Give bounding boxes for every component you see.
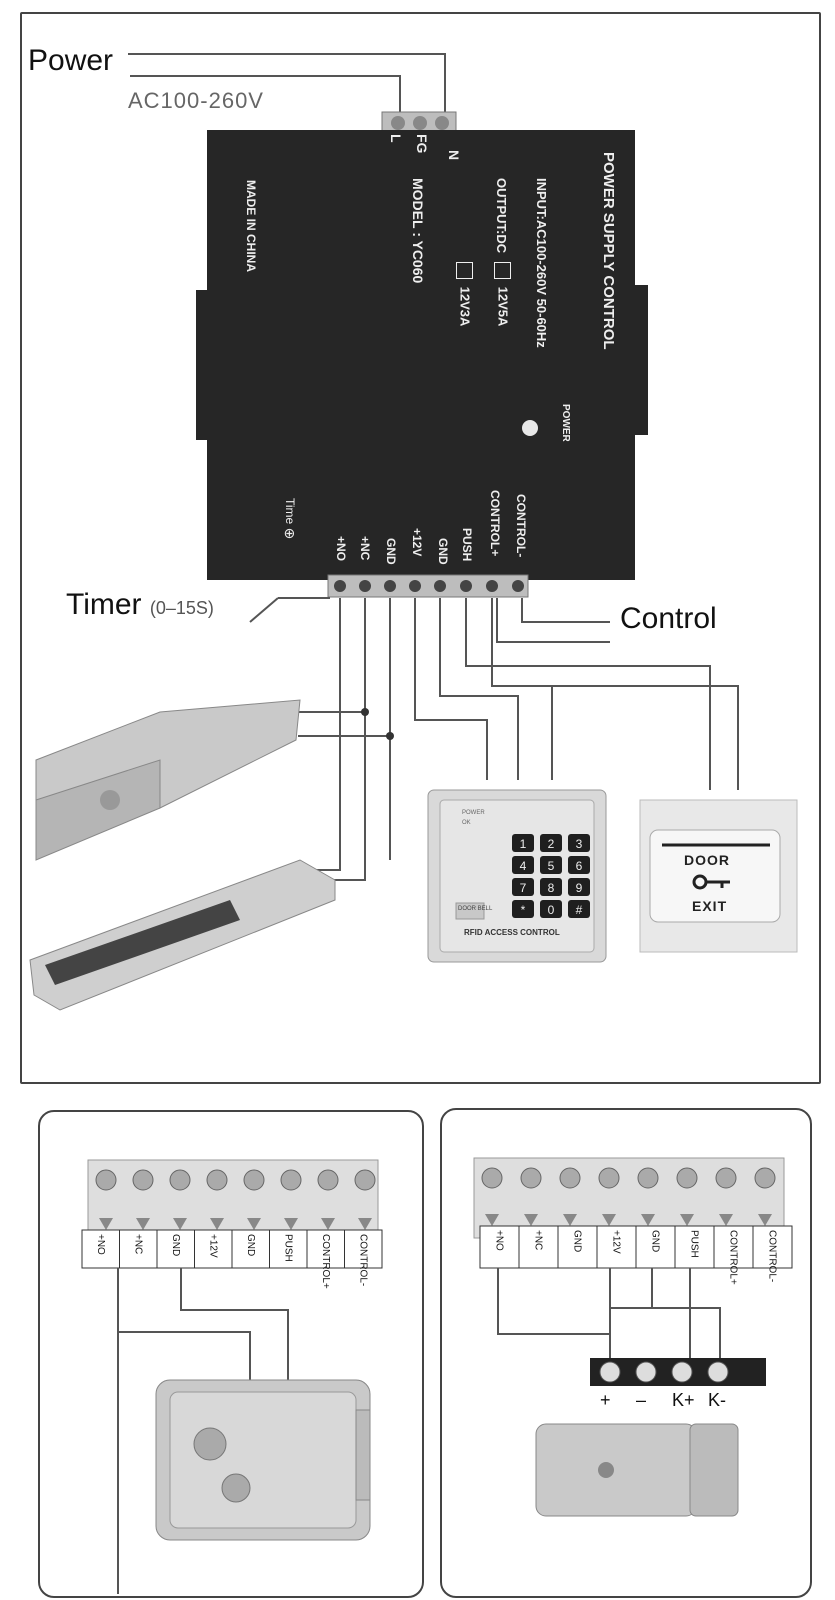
lock-terminal-label-1: –: [636, 1390, 647, 1410]
lock-terminal-label-3: K-: [708, 1390, 726, 1410]
keypad-key-label: 0: [548, 903, 555, 917]
keypad-key[interactable]: [540, 878, 562, 896]
keypad-key[interactable]: [540, 856, 562, 874]
top-diagram-frame: [20, 12, 821, 1084]
terminal-screw[interactable]: [280, 1169, 302, 1191]
control-wires: [496, 598, 610, 643]
lock-terminal-screw[interactable]: [707, 1361, 729, 1383]
terminal-screw[interactable]: [317, 1169, 339, 1191]
terminal-screw[interactable]: [598, 1167, 620, 1189]
bl-terminal-label-0: +NO: [94, 1234, 106, 1255]
terminal-screw[interactable]: [206, 1169, 228, 1191]
keypad-caption: RFID ACCESS CONTROL: [464, 928, 560, 937]
br-terminal-label-1: +NC: [532, 1230, 544, 1251]
bl-terminal-label-5: PUSH: [282, 1234, 294, 1262]
lock-terminal-label-0: +: [600, 1390, 611, 1410]
keypad-keys: 1 2 3 4 5 6 7 8 9 * 0 #: [512, 834, 590, 918]
terminal-screw[interactable]: [676, 1167, 698, 1189]
keypad-key[interactable]: [568, 900, 590, 918]
br-terminal-label-3: +12V: [610, 1230, 622, 1254]
keypad-bell-label: DOOR BELL: [458, 906, 493, 912]
keypad-key[interactable]: [512, 878, 534, 896]
power-wires: [128, 53, 446, 122]
keypad-key[interactable]: [540, 900, 562, 918]
bl-terminal-label-1: +NC: [132, 1234, 144, 1255]
timer-pointer: [249, 597, 330, 623]
keypad-key-label: 2: [548, 837, 555, 851]
terminal-screw[interactable]: [715, 1167, 737, 1189]
keypad-key-label: 9: [576, 881, 583, 895]
output-terminal-strip: [327, 574, 529, 598]
br-terminal-label-5: PUSH: [688, 1230, 700, 1258]
keypad-key-label: 1: [520, 837, 527, 851]
timer-label: Timer (0–15S): [66, 588, 214, 622]
drop-bolt-lock: [35, 699, 301, 861]
control-label: Control: [620, 602, 717, 635]
bl-terminal-label-7: CONTROL-: [357, 1234, 369, 1287]
timer-range-label: (0–15S): [149, 598, 214, 618]
terminal-screw[interactable]: [132, 1169, 154, 1191]
bottom-right-frame: [440, 1108, 812, 1598]
terminal-screw[interactable]: [520, 1167, 542, 1189]
rim-lock-left: [155, 1379, 371, 1541]
bl-terminal-label-6: CONTROL+: [319, 1234, 331, 1289]
keypad-key[interactable]: [540, 834, 562, 852]
bl-terminal-labels: +NO +NC GND +12V GND PUSH CONTROL+ CONTROL-: [82, 1230, 382, 1289]
keypad-key-label: #: [576, 903, 583, 917]
keypad-key[interactable]: [512, 856, 534, 874]
keypad-led-power: POWER: [462, 810, 485, 816]
bottom-left-frame: [38, 1110, 424, 1598]
keypad-key[interactable]: [512, 834, 534, 852]
exit-button-panel: [639, 799, 798, 953]
br-terminal-label-0: +NO: [493, 1230, 505, 1251]
power-label: Power: [28, 44, 114, 77]
br-terminal-labels: +NO +NC GND +12V GND PUSH CONTROL+ CONTROL-: [480, 1226, 792, 1285]
wiring-diagram-top: 1 2 3 4 5 6 7 8 9 * 0 #: [29, 53, 798, 1011]
keypad-key-label: 3: [576, 837, 583, 851]
terminal-screw[interactable]: [481, 1167, 503, 1189]
lock-terminal-screw[interactable]: [599, 1361, 621, 1383]
power-supply-box: [196, 130, 648, 580]
br-terminal-label-4: GND: [649, 1230, 661, 1253]
keypad-key-label: 5: [548, 859, 555, 873]
keypad-key-label: 8: [548, 881, 555, 895]
magnetic-lock: [29, 859, 336, 1011]
lock-terminal-screw[interactable]: [671, 1361, 693, 1383]
bottom-right-wiring: [473, 1157, 793, 1517]
terminal-screw[interactable]: [243, 1169, 265, 1191]
keypad-key-label: 6: [576, 859, 583, 873]
keypad-key[interactable]: [512, 900, 534, 918]
exit-button-exit-text[interactable]: EXIT: [692, 898, 728, 914]
keypad-led-ok: OK: [462, 820, 471, 826]
br-terminal-label-6: CONTROL+: [727, 1230, 739, 1285]
terminal-screw[interactable]: [754, 1167, 776, 1189]
bl-terminal-label-3: +12V: [207, 1234, 219, 1258]
keypad-key[interactable]: [568, 856, 590, 874]
keypad-key-label: 7: [520, 881, 527, 895]
lock-terminal-screw[interactable]: [635, 1361, 657, 1383]
keypad-key[interactable]: [568, 878, 590, 896]
ac-range-label: AC100-260V: [128, 88, 264, 113]
power-led-indicator: [522, 420, 538, 436]
lock-terminal-label-2: K+: [672, 1390, 695, 1410]
br-lock-terminal-labels: + – K+ K-: [590, 1390, 766, 1420]
bl-terminal-label-4: GND: [244, 1234, 256, 1257]
bottom-left-wiring: [81, 1159, 383, 1594]
timer-label-text: Timer: [66, 588, 142, 621]
rim-lock-right: [535, 1423, 739, 1517]
bl-terminal-label-2: GND: [169, 1234, 181, 1257]
terminal-screw[interactable]: [637, 1167, 659, 1189]
terminal-screw[interactable]: [169, 1169, 191, 1191]
keypad-key[interactable]: [568, 834, 590, 852]
br-terminal-label-2: GND: [571, 1230, 583, 1253]
exit-button-door-text[interactable]: DOOR: [684, 852, 730, 868]
keypad-key-label: *: [521, 903, 526, 917]
terminal-screw[interactable]: [95, 1169, 117, 1191]
keypad-key-label: 4: [520, 859, 527, 873]
terminal-screw[interactable]: [354, 1169, 376, 1191]
br-terminal-label-7: CONTROL-: [766, 1230, 778, 1283]
terminal-screw[interactable]: [559, 1167, 581, 1189]
input-terminal-block: [381, 111, 457, 135]
